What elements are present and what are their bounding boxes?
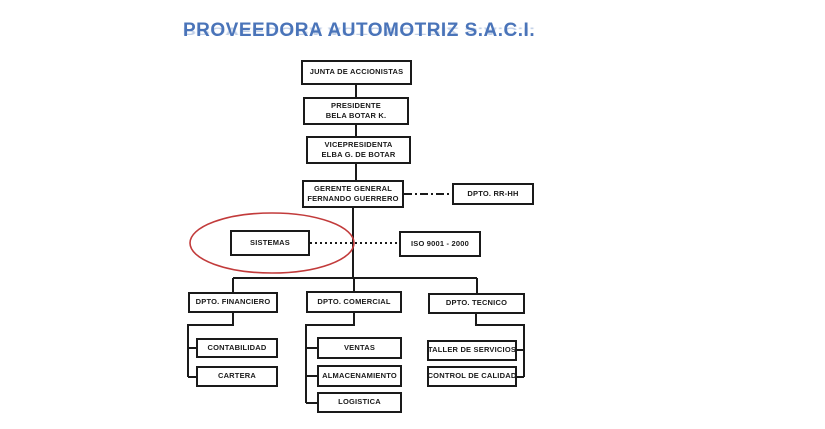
org-node-label: FERNANDO GUERRERO — [307, 194, 399, 203]
org-node-label: PRESIDENTE — [331, 100, 381, 110]
org-node-dpto-financiero: DPTO. FINANCIERO — [188, 292, 278, 313]
org-node-cartera: CARTERA — [196, 366, 278, 387]
org-node-label: VENTAS — [343, 342, 376, 352]
org-node-label: ISO 9001 - 2000 — [410, 238, 470, 248]
org-node-contabilidad: CONTABILIDAD — [196, 338, 278, 358]
org-node-label: DPTO. TECNICO — [445, 298, 508, 308]
page-title: PROVEEDORA AUTOMOTRIZ S.A.C.I. — [183, 20, 536, 41]
org-node-label: GERENTE GENERAL — [313, 183, 392, 193]
org-node-sistemas: SISTEMAS — [230, 230, 310, 256]
org-node-label: DPTO. RR-HH — [467, 188, 519, 198]
org-node-label: DPTO. COMERCIAL — [317, 296, 391, 306]
org-node-almacenamiento: ALMACENAMIENTO — [317, 365, 402, 387]
org-node-label: BELA BOTAR K. — [325, 111, 387, 120]
org-node-iso-9001-2000: ISO 9001 - 2000 — [399, 231, 481, 257]
org-node-dpto-rr-hh: DPTO. RR-HH — [452, 183, 534, 205]
org-node-taller-de-servicios: TALLER DE SERVICIOS — [427, 340, 517, 361]
org-node-label: CONTABILIDAD — [207, 342, 267, 352]
org-node-label: LOGISTICA — [338, 397, 381, 407]
org-node-label: TALLER DE SERVICIOS — [427, 345, 517, 355]
org-node-junta-de-accionistas: JUNTA DE ACCIONISTAS — [301, 60, 412, 85]
org-node-label: VICEPRESIDENTA — [324, 139, 393, 149]
org-node-logistica: LOGISTICA — [317, 392, 402, 413]
org-node-dpto-comercial: DPTO. COMERCIAL — [306, 291, 402, 313]
connector-line-solid — [305, 313, 355, 403]
org-node-ventas: VENTAS — [317, 337, 402, 359]
org-node-label: CARTERA — [217, 371, 257, 381]
org-node-label: DPTO. FINANCIERO — [195, 297, 271, 307]
org-node-label: ALMACENAMIENTO — [322, 370, 397, 380]
org-node-label: JUNTA DE ACCIONISTAS — [309, 67, 404, 77]
connector-line-solid — [187, 313, 234, 377]
org-node-label: ELBA G. DE BOTAR — [321, 150, 396, 159]
org-node-label: CONTROL DE CALIDAD — [427, 371, 517, 381]
org-node-dpto-tecnico: DPTO. TECNICO — [428, 293, 525, 314]
org-node-control-de-calidad: CONTROL DE CALIDAD — [427, 366, 517, 387]
org-node-label: SISTEMAS — [250, 237, 290, 247]
